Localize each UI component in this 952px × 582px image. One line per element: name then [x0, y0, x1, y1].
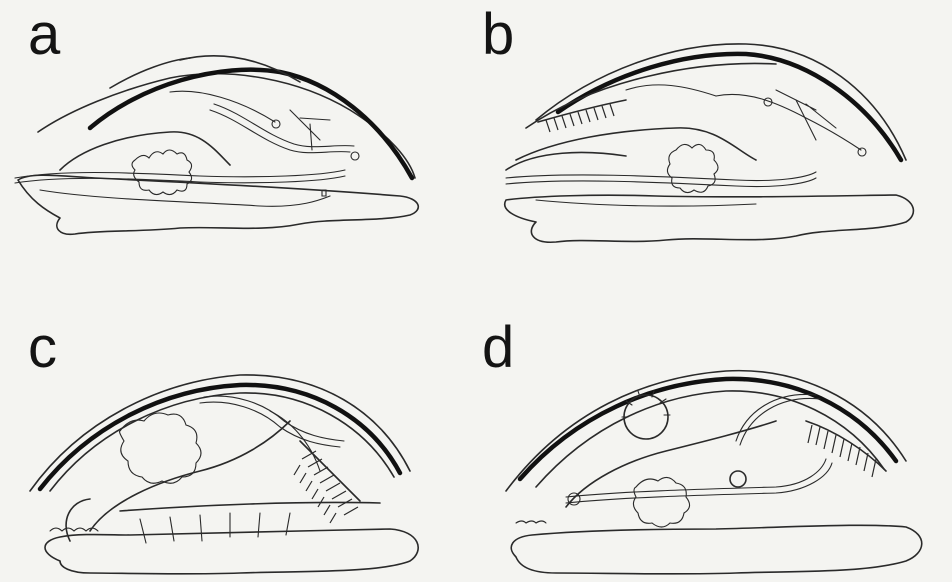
panel-a: a	[0, 0, 476, 291]
panel-b: b	[476, 0, 952, 291]
panel-c: c	[0, 291, 476, 582]
panel-d: d	[476, 291, 952, 582]
organism-drawing-b	[476, 0, 952, 291]
organism-drawing-c	[0, 291, 476, 582]
organism-drawing-a	[0, 0, 476, 291]
organism-drawing-d	[476, 291, 952, 582]
